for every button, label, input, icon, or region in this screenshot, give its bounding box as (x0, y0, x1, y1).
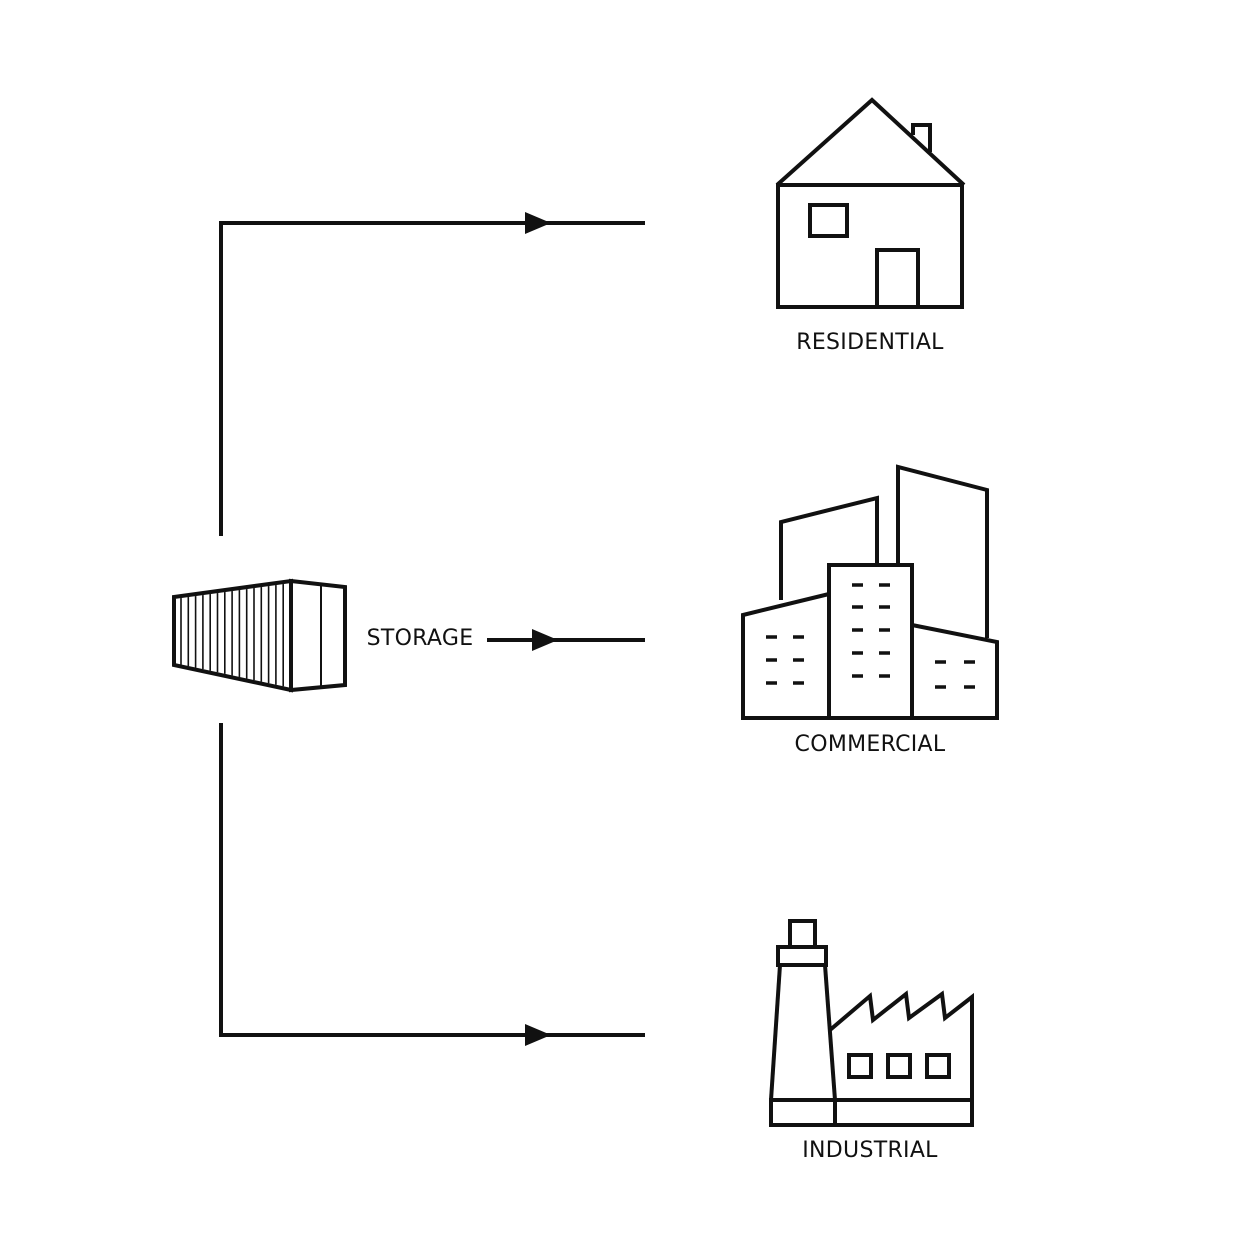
arrowhead-icon (532, 629, 558, 651)
house-icon (775, 97, 966, 309)
industrial-label: INDUSTRIAL (802, 1138, 938, 1163)
factory-icon (769, 919, 974, 1127)
arrowhead-icon (525, 1024, 551, 1046)
residential-label: RESIDENTIAL (796, 330, 944, 355)
storage-container-icon (172, 578, 347, 693)
connector-industrial (219, 723, 645, 1046)
connector-residential (219, 212, 645, 536)
connector-commercial (487, 629, 645, 651)
storage-label: STORAGE (367, 626, 474, 651)
office-buildings-icon (741, 464, 999, 720)
commercial-label: COMMERCIAL (795, 732, 946, 757)
arrowhead-icon (525, 212, 551, 234)
